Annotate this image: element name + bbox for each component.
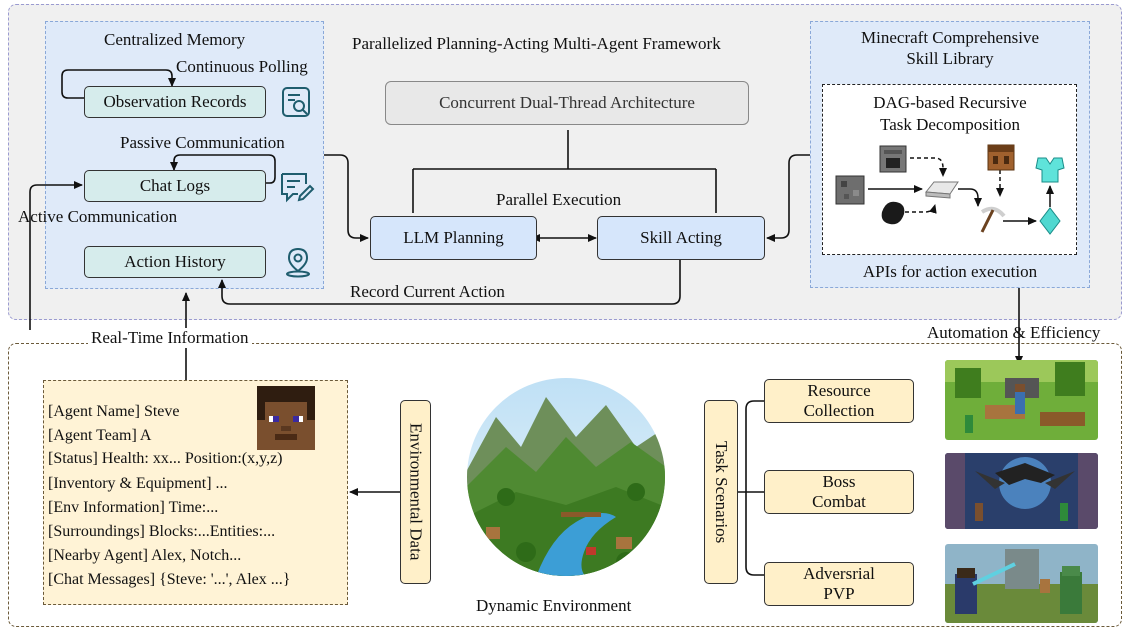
task-scenarios-label: Task Scenarios — [711, 440, 731, 544]
environmental-data-box: Environmental Data — [400, 400, 431, 584]
agent-info-line: [Agent Name] Steve — [48, 403, 180, 420]
crafting-table-icon — [987, 144, 1015, 171]
gravel-block-icon — [835, 175, 865, 205]
scenario-line2: PVP — [823, 584, 855, 603]
iron-pickaxe-icon — [980, 206, 1006, 233]
agent-info-line: [Inventory & Equipment] ... — [48, 475, 228, 492]
scenario-line1: Adversrial — [803, 564, 875, 584]
dual-thread-architecture-box: Concurrent Dual-Thread Architecture — [385, 81, 749, 125]
realtime-info-label: Real-Time Information — [88, 328, 252, 348]
boss-combat-image — [945, 453, 1098, 529]
dag-panel — [822, 84, 1077, 255]
scenario-line1: Resource — [807, 381, 871, 401]
agent-info-line: [Surroundings] Blocks:...Entities:... — [48, 523, 276, 540]
record-action-label: Record Current Action — [350, 282, 505, 301]
resource-collection-image — [945, 360, 1098, 440]
chat-logs-box: Chat Logs — [84, 170, 266, 202]
agent-info-line: [Env Information] Time:... — [48, 499, 219, 516]
parallel-execution-label: Parallel Execution — [496, 190, 622, 209]
coal-icon — [881, 201, 905, 225]
skill-library-title-line1: Minecraft Comprehensive — [861, 28, 1039, 47]
llm-planning-box: LLM Planning — [370, 216, 537, 260]
search-document-icon — [282, 87, 310, 117]
chat-edit-icon — [281, 173, 315, 203]
framework-title: Parallelized Planning-Acting Multi-Agent… — [352, 34, 721, 53]
environmental-data-label: Environmental Data — [406, 423, 426, 561]
action-history-box: Action History — [84, 246, 266, 278]
agent-info-line: [Chat Messages] {Steve: '...', Alex ...} — [48, 571, 291, 588]
dag-items — [835, 144, 1065, 235]
scenario-line2: Collection — [803, 401, 875, 420]
iron-ingot-icon — [925, 181, 959, 199]
dag-graph — [868, 157, 1054, 225]
diamond-chestplate-icon — [1035, 157, 1065, 183]
dynamic-environment-label: Dynamic Environment — [476, 596, 632, 615]
continuous-polling-label: Continuous Polling — [176, 57, 308, 76]
observation-records-box: Observation Records — [84, 86, 266, 118]
active-communication-label: Active Communication — [18, 207, 178, 226]
task-scenarios-box: Task Scenarios — [704, 400, 738, 584]
passive-communication-label: Passive Communication — [120, 133, 285, 152]
steve-avatar — [257, 386, 315, 450]
diamond-icon — [1039, 207, 1061, 235]
adversarial-pvp-image — [945, 544, 1098, 623]
dag-title-line1: DAG-based Recursive — [873, 93, 1027, 112]
location-pin-icon — [286, 247, 310, 278]
scenario-adversarial-pvp: Adversrial PVP — [764, 562, 914, 606]
skill-acting-box: Skill Acting — [597, 216, 765, 260]
memory-title: Centralized Memory — [104, 30, 246, 49]
scenario-line1: Boss — [822, 472, 856, 492]
apis-label: APIs for action execution — [862, 262, 1038, 281]
dynamic-environment-image — [467, 378, 665, 576]
dag-title-line2: Task Decomposition — [880, 115, 1020, 134]
agent-info-line: [Status] Health: xx... Position:(x,y,z) — [48, 450, 283, 467]
skill-library-title-line2: Skill Library — [906, 49, 994, 68]
scenario-line2: Combat — [812, 492, 866, 511]
scenario-boss-combat: Boss Combat — [764, 470, 914, 514]
agent-info-line: [Agent Team] A — [48, 427, 152, 444]
automation-label: Automation & Efficiency — [927, 323, 1101, 342]
agent-info-line: [Nearby Agent] Alex, Notch... — [48, 547, 242, 564]
scenario-resource-collection: Resource Collection — [764, 379, 914, 423]
furnace-icon — [879, 145, 907, 173]
